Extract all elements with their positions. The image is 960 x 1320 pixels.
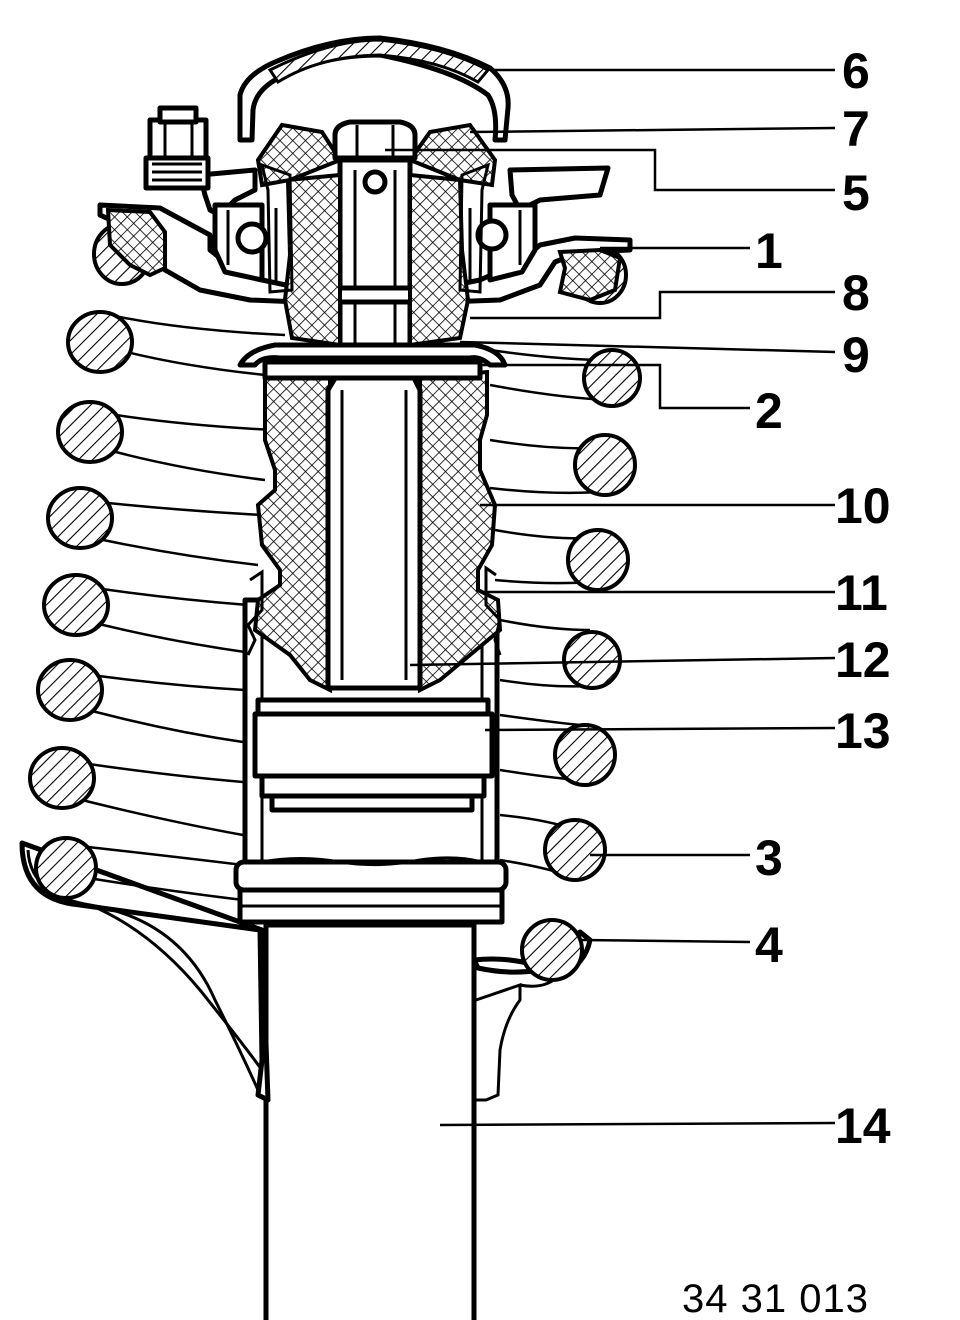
dust-cap — [237, 35, 511, 143]
upper-spring-plate — [237, 342, 508, 381]
callout-4: 4 — [755, 917, 783, 973]
strut-tube — [263, 922, 477, 1320]
callout-13: 13 — [835, 703, 891, 759]
callout-12: 12 — [835, 632, 891, 688]
callout-2: 2 — [755, 383, 783, 439]
callout-11: 11 — [835, 565, 888, 621]
callout-10: 10 — [835, 478, 891, 534]
top-nut — [332, 119, 418, 161]
bump-stop — [252, 369, 503, 694]
callout-3: 3 — [755, 830, 783, 886]
callout-labels: 6 7 5 1 8 9 2 10 11 12 13 3 4 14 — [755, 43, 891, 1154]
callout-6: 6 — [842, 43, 870, 99]
dust-boot — [246, 565, 502, 656]
callout-9: 9 — [842, 327, 870, 383]
piston — [252, 697, 495, 813]
figure-id: 34 31 013 — [682, 1277, 869, 1320]
callout-7: 7 — [842, 101, 870, 157]
leader-lines — [385, 68, 836, 1127]
callout-8: 8 — [842, 265, 870, 321]
coil-spring — [28, 222, 642, 982]
callout-5: 5 — [842, 165, 870, 221]
callout-14: 14 — [835, 1098, 891, 1154]
bearing-housing — [212, 202, 538, 283]
callout-1: 1 — [755, 223, 783, 279]
mounting-stud — [143, 105, 211, 191]
rubber-mount — [255, 122, 498, 348]
